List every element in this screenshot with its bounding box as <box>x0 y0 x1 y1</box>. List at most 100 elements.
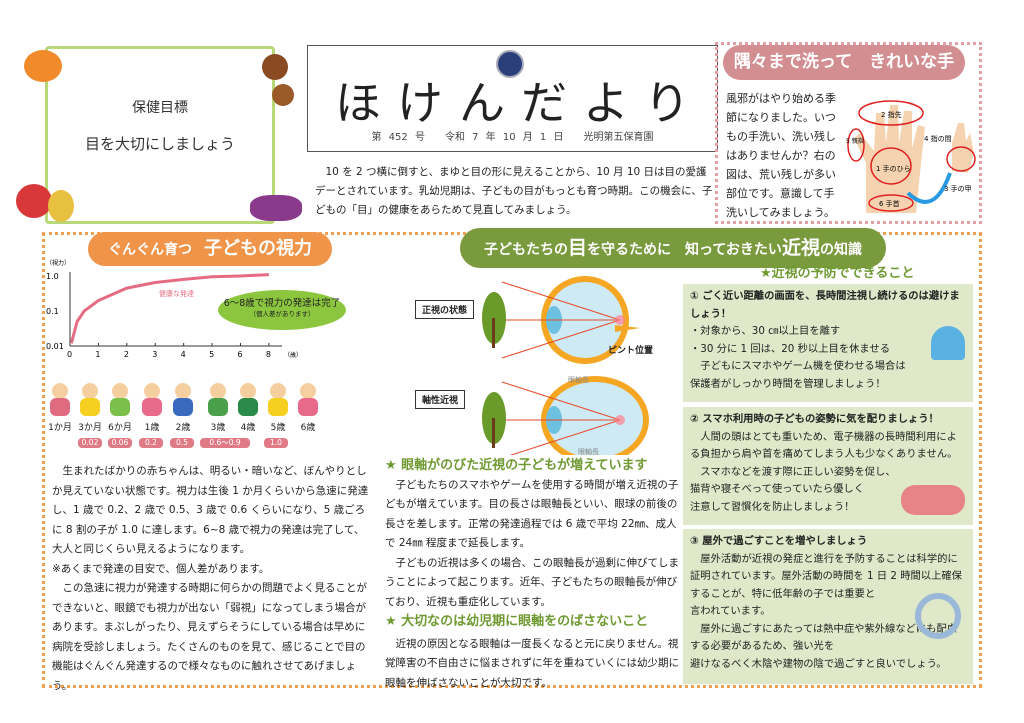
growth-curve <box>69 273 269 344</box>
vision-article: 生まれたばかりの赤ちゃんは、明るい・暗いなど、ぼんやりとしか見えていない状態です… <box>52 462 370 696</box>
myopia-article: ★ 眼軸がのびた近視の子どもが増えています 子どもたちのスマホやゲームを使用する… <box>385 456 680 693</box>
section-heading: ★ 大切なのは幼児期に眼軸をのばさないこと <box>385 614 649 629</box>
panel-heading: ② スマホ利用時の子どもの姿勢に気を配りましょう！ <box>690 413 939 425</box>
label-normal-vision: 正視の状態 <box>415 300 475 319</box>
speech-bubble: 6～8歳で視力の発達は完了 （個人差があります） <box>218 290 346 330</box>
vision-title-a: ぐんぐん育つ <box>108 242 192 258</box>
age-label: 1か月 <box>48 423 72 433</box>
child-illustration <box>171 383 195 421</box>
age-label: 6か月 <box>108 423 132 433</box>
vision-value-badge: 0.6～0.9 <box>200 438 250 448</box>
handwashing-title: 隅々まで洗って きれいな手 <box>723 45 965 80</box>
lying-child-illustration <box>901 485 965 515</box>
prevention-panel-3: ③ 屋外で過ごすことを増やしましょう 屋外活動が近視の発症と進行を予防することは… <box>683 529 973 684</box>
eye-diagram: 眼軸長 眼軸長 <box>482 276 649 455</box>
eye-normal <box>482 276 640 364</box>
panel-heading: ① ごく近い距離の画面を、長時間注視し続けるのは避けましょう！ <box>690 290 960 320</box>
x-tick-label: 3 <box>152 350 157 359</box>
x-tick-label: 1 <box>95 350 100 359</box>
age-label: 5歳 <box>270 423 286 433</box>
child-illustration <box>48 383 72 421</box>
myopia-banner: 子どもたちの目を守るために 知っておきたい近視の知識 <box>460 228 886 268</box>
eye-axial-myopia <box>482 376 649 455</box>
bubble-note: （個人差があります） <box>249 310 315 318</box>
goal-text: 目を大切にしましょう <box>84 135 235 153</box>
apple-icon <box>16 184 52 218</box>
goal-label: 保健目標 <box>132 100 188 116</box>
vision-value-badge: 1.0 <box>264 438 288 448</box>
axis-length-label: 眼軸長 <box>568 375 589 384</box>
child-illustration <box>266 383 290 421</box>
prevention-panel-2: ② スマホ利用時の子どもの姿勢に気を配りましょう！ 人間の頭はとても重いため、電… <box>683 407 973 525</box>
banner-text: を守るために 知っておきたい <box>587 242 782 258</box>
series-label: 健康な発達 <box>159 289 194 298</box>
handwashing-text: 風邪がはやり始める季節になりました。いつもの手洗い、洗い残しはありませんか？右の… <box>726 92 836 219</box>
child-illustration <box>108 383 132 421</box>
child-illustration <box>296 383 320 421</box>
vision-title: ぐんぐん育つ子どもの視力 <box>88 232 332 266</box>
section-heading: ★ 眼軸がのびた近視の子どもが増えています <box>385 458 648 473</box>
panel-line: ・対象から、30 ㎝以上目を離す <box>690 325 841 337</box>
panel-heading: ③ 屋外で過ごすことを増やしましょう <box>690 535 868 547</box>
panel-line: 屋外活動が近視の発症と進行を予防することは科学的に証明されています。屋外活動の時… <box>690 552 962 600</box>
focus-position-label: ピント位置 <box>608 346 654 356</box>
paragraph: この急速に視力が発達する時期に何らかの問題でよく見ることができないと、眼鏡でも視… <box>52 582 367 692</box>
age-label: 3歳 <box>210 423 226 433</box>
panel-line: 注意して習慣化を防止しましょう！ <box>690 500 855 513</box>
newsletter-title: ほけんだより <box>334 76 707 130</box>
prevention-panel-1: ① ごく近い距離の画面を、長時間注視し続けるのは避けましょう！ ・対象から、30… <box>683 284 973 402</box>
banner-text: 目 <box>568 237 588 259</box>
note: ※あくまで発達の目安で、個人差があります。 <box>52 562 270 575</box>
age-label: 2歳 <box>175 423 191 433</box>
banner-text: の知識 <box>819 242 862 258</box>
banner-text: 近視 <box>781 237 820 259</box>
paragraph: 生まれたばかりの赤ちゃんは、明るい・暗いなど、ぼんやりとしか見えていない状態です… <box>52 465 369 555</box>
age-label: 3か月 <box>78 423 102 433</box>
hand-part-label: 2 指先 <box>881 110 902 119</box>
label-axial-myopia: 軸性近視 <box>415 390 466 409</box>
persimmon-icon <box>24 50 62 82</box>
vision-value-badge: 0.2 <box>139 438 163 448</box>
child-illustration <box>78 383 102 421</box>
y-axis-label: （視力） <box>46 259 70 267</box>
prevention-title: ★近視の予防でできること <box>760 266 915 281</box>
age-label: 6歳 <box>300 423 316 433</box>
vision-value-badge: 0.06 <box>108 438 132 448</box>
paragraph: 子どもたちのスマホやゲームを使用する時間が増え近視の子どもが増えています。目の長… <box>385 478 679 550</box>
chestnut-icon <box>262 54 288 80</box>
panel-line: 言われています。 <box>690 605 771 617</box>
panel-line: 避けなるべく木陰や建物の陰で過ごすと良いでしょう。 <box>690 657 947 670</box>
panel-line: ・30 分に 1 回は、20 秒以上目を休ませる <box>690 342 890 355</box>
panel-line: 猫背や寝そべって使っていたら優しく <box>690 483 865 495</box>
chestnut-icon <box>272 84 294 106</box>
panel-line: 人間の頭はとても重いため、電子機器の長時間利用による負担から肩や首を痛めてしまう… <box>690 430 958 461</box>
paragraph: 子どもの近視は多くの場合、この眼軸長が過剰に伸びてしまうことによって起こります。… <box>385 556 679 608</box>
x-tick-label: 6 <box>237 350 242 359</box>
panel-line: 屋外に過ごすにあたっては熱中症や紫外線などにも配慮する必要があるため、強い光を <box>690 622 958 653</box>
vision-value-badge: 0.02 <box>78 438 102 448</box>
hand-part-label: 1 手のひら <box>876 164 911 173</box>
child-phone-illustration <box>931 326 965 360</box>
vision-value-badge: 0.5 <box>170 438 194 448</box>
y-tick-label: 1.0 <box>46 272 59 281</box>
paragraph: 近視の原因となる眼軸は一度長くなると元に戻りません。視覚障害の不自由さに悩まされ… <box>385 637 679 689</box>
hand-part-label: 3 手の甲 <box>944 184 972 193</box>
panel-line: スマホなどを渡す際に正しい姿勢を促し、 <box>690 465 896 478</box>
child-illustration <box>140 383 164 421</box>
outdoor-child-illustration <box>915 593 961 639</box>
x-tick-label: 8 <box>266 350 271 359</box>
school-logo <box>496 50 524 78</box>
panel-line: 保護者がしっかり時間を管理しましょう！ <box>690 377 886 390</box>
axis-length-label: 眼軸長 <box>578 447 599 455</box>
child-illustration <box>236 383 260 421</box>
x-tick-label: 4 <box>181 350 186 359</box>
panel-line: 子どもにスマホやゲーム機を使わせる場合は <box>690 360 906 372</box>
y-tick-label: 0.01 <box>46 342 64 351</box>
x-tick-label: 5 <box>209 350 214 359</box>
hand-part-label: 6 手首 <box>879 199 900 208</box>
age-label: 1歳 <box>144 423 160 433</box>
pear-icon <box>48 190 74 222</box>
issue-number: 第 452 号 <box>371 132 425 143</box>
issue-date: 令和 7 年 10 月 1 日 <box>444 132 564 143</box>
